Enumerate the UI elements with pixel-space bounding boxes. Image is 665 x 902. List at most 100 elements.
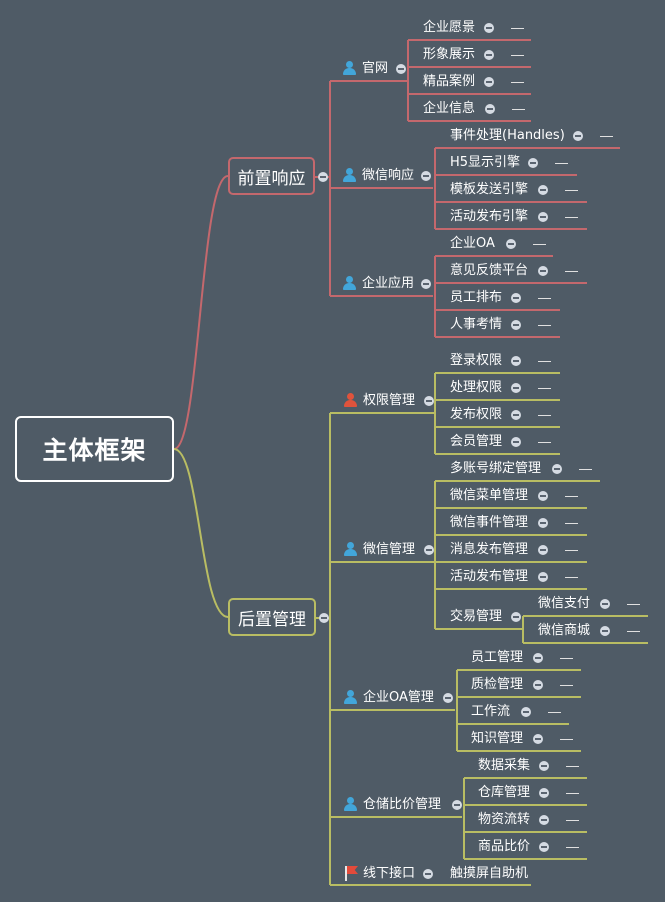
topic-back-management[interactable]: 后置管理 <box>228 598 316 636</box>
leaf-item[interactable]: 人事考情 <box>450 317 503 332</box>
group-label[interactable]: 线下接口 <box>363 866 416 881</box>
leaf-item[interactable]: 触摸屏自助机 <box>450 866 529 881</box>
group-label[interactable]: 微信管理 <box>363 542 416 557</box>
leaf-item[interactable]: 形象展示 <box>423 47 476 62</box>
leaf-item[interactable]: 事件处理(Handles) <box>450 128 565 143</box>
leaf-item[interactable]: 消息发布管理 <box>450 542 529 557</box>
group-label[interactable]: 微信响应 <box>362 168 415 183</box>
collapse-icon[interactable] <box>538 491 548 501</box>
collapse-icon[interactable] <box>452 800 462 810</box>
connector-curve <box>173 448 229 618</box>
leaf-dash <box>565 577 578 578</box>
collapse-icon[interactable] <box>484 77 494 87</box>
collapse-icon[interactable] <box>421 171 431 181</box>
user-icon <box>342 168 356 182</box>
leaf-item[interactable]: 精品案例 <box>423 74 476 89</box>
leaf-item[interactable]: 企业信息 <box>423 101 476 116</box>
collapse-icon[interactable] <box>533 734 543 744</box>
collapse-icon[interactable] <box>511 437 521 447</box>
leaf-item[interactable]: 微信商城 <box>538 623 591 638</box>
leaf-item[interactable]: 交易管理 <box>450 609 503 624</box>
collapse-icon[interactable] <box>533 680 543 690</box>
leaf-dash <box>538 388 551 389</box>
collapse-icon[interactable] <box>538 212 548 222</box>
collapse-icon[interactable] <box>600 626 610 636</box>
leaf-item[interactable]: 发布权限 <box>450 407 503 422</box>
leaf-item[interactable]: 多账号绑定管理 <box>450 461 542 476</box>
collapse-icon[interactable] <box>421 279 431 289</box>
leaf-item[interactable]: 知识管理 <box>471 731 524 746</box>
user-icon <box>343 690 357 704</box>
leaf-item[interactable]: 员工排布 <box>450 290 503 305</box>
leaf-item[interactable]: 微信支付 <box>538 596 591 611</box>
collapse-icon[interactable] <box>511 612 521 622</box>
leaf-dash <box>560 658 573 659</box>
leaf-dash <box>565 190 578 191</box>
leaf-item[interactable]: 物资流转 <box>478 812 531 827</box>
collapse-icon[interactable] <box>423 869 433 879</box>
group-label[interactable]: 仓储比价管理 <box>363 797 442 812</box>
leaf-item[interactable]: 商品比价 <box>478 839 531 854</box>
collapse-icon[interactable] <box>443 693 453 703</box>
leaf-item[interactable]: 模板发送引擎 <box>450 182 529 197</box>
collapse-icon[interactable] <box>424 545 434 555</box>
leaf-item[interactable]: 微信事件管理 <box>450 515 529 530</box>
collapse-icon[interactable] <box>506 239 516 249</box>
collapse-icon[interactable] <box>538 572 548 582</box>
leaf-item[interactable]: 意见反馈平台 <box>450 263 529 278</box>
collapse-icon[interactable] <box>484 50 494 60</box>
collapse-icon[interactable] <box>538 266 548 276</box>
collapse-icon[interactable] <box>552 464 562 474</box>
group-label[interactable]: 权限管理 <box>363 393 416 408</box>
collapse-icon[interactable] <box>521 707 531 717</box>
user-icon <box>343 542 357 556</box>
collapse-icon[interactable] <box>538 545 548 555</box>
group-label[interactable]: 企业应用 <box>362 276 415 291</box>
collapse-icon[interactable] <box>511 293 521 303</box>
collapse-front-icon[interactable] <box>318 172 328 182</box>
leaf-item[interactable]: 数据采集 <box>478 758 531 773</box>
collapse-icon[interactable] <box>539 842 549 852</box>
leaf-item[interactable]: 员工管理 <box>471 650 524 665</box>
leaf-dash <box>565 217 578 218</box>
leaf-dash <box>579 469 592 470</box>
leaf-item[interactable]: 会员管理 <box>450 434 503 449</box>
leaf-item[interactable]: 企业OA <box>450 236 495 251</box>
collapse-icon[interactable] <box>600 599 610 609</box>
leaf-item[interactable]: 企业愿景 <box>423 20 476 35</box>
leaf-item[interactable]: 仓库管理 <box>478 785 531 800</box>
collapse-icon[interactable] <box>539 815 549 825</box>
collapse-icon[interactable] <box>511 320 521 330</box>
collapse-icon[interactable] <box>484 23 494 33</box>
leaf-item[interactable]: 微信菜单管理 <box>450 488 529 503</box>
collapse-icon[interactable] <box>573 131 583 141</box>
group-label[interactable]: 官网 <box>362 61 389 76</box>
leaf-dash <box>600 136 613 137</box>
leaf-item[interactable]: 处理权限 <box>450 380 503 395</box>
collapse-icon[interactable] <box>511 383 521 393</box>
collapse-back-icon[interactable] <box>319 613 329 623</box>
leaf-item[interactable]: 登录权限 <box>450 353 503 368</box>
collapse-icon[interactable] <box>396 64 406 74</box>
leaf-item[interactable]: 活动发布管理 <box>450 569 529 584</box>
collapse-icon[interactable] <box>533 653 543 663</box>
collapse-icon[interactable] <box>511 356 521 366</box>
leaf-item[interactable]: 工作流 <box>471 704 511 719</box>
topic-front-response[interactable]: 前置响应 <box>228 157 315 195</box>
group-label[interactable]: 企业OA管理 <box>363 690 434 705</box>
collapse-icon[interactable] <box>539 788 549 798</box>
leaf-dash <box>538 415 551 416</box>
collapse-icon[interactable] <box>539 761 549 771</box>
collapse-icon[interactable] <box>538 518 548 528</box>
collapse-icon[interactable] <box>485 104 495 114</box>
leaf-item[interactable]: 活动发布引擎 <box>450 209 529 224</box>
collapse-icon[interactable] <box>528 158 538 168</box>
collapse-icon[interactable] <box>424 396 434 406</box>
collapse-icon[interactable] <box>538 185 548 195</box>
leaf-item[interactable]: H5显示引擎 <box>450 155 521 170</box>
leaf-item[interactable]: 质检管理 <box>471 677 524 692</box>
leaf-dash <box>511 82 524 83</box>
root-topic[interactable]: 主体框架 <box>15 416 174 482</box>
collapse-icon[interactable] <box>511 410 521 420</box>
